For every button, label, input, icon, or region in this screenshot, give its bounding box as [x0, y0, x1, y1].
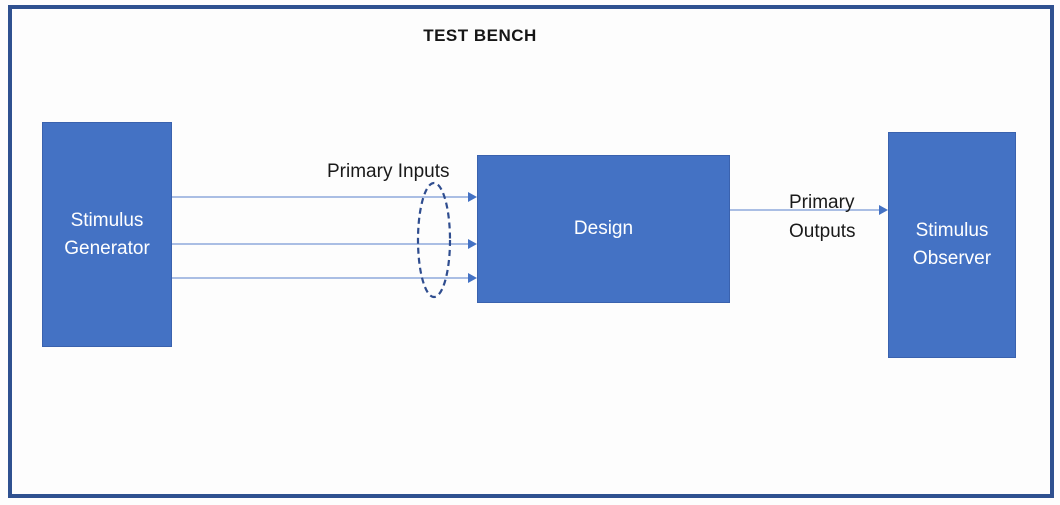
stimulus-generator-label-line2: Generator — [64, 237, 150, 259]
input-arrowhead-1 — [468, 192, 477, 202]
primary-outputs-label-line1: Primary — [789, 192, 855, 213]
primary-outputs-label: Primary Outputs — [789, 188, 856, 246]
output-arrowhead — [879, 205, 888, 215]
diagram-title: TEST BENCH — [423, 26, 537, 45]
design-box: Design — [477, 155, 730, 303]
input-arrowhead-2 — [468, 239, 477, 249]
diagram-frame — [8, 5, 1054, 498]
stimulus-generator-label-line1: Stimulus — [70, 209, 144, 231]
primary-inputs-label: Primary Inputs — [327, 161, 450, 182]
stimulus-observer-label-line2: Observer — [912, 248, 992, 269]
design-label: Design — [573, 218, 634, 239]
stimulus-generator-box: Stimulus Generator — [42, 122, 172, 347]
input-arrowhead-3 — [468, 273, 477, 283]
primary-outputs-label-line2: Outputs — [789, 221, 856, 242]
inputs-grouping-ellipse — [416, 181, 452, 299]
stimulus-observer-label-line1: Stimulus — [915, 220, 989, 241]
stimulus-observer-box: Stimulus Observer — [888, 132, 1016, 358]
